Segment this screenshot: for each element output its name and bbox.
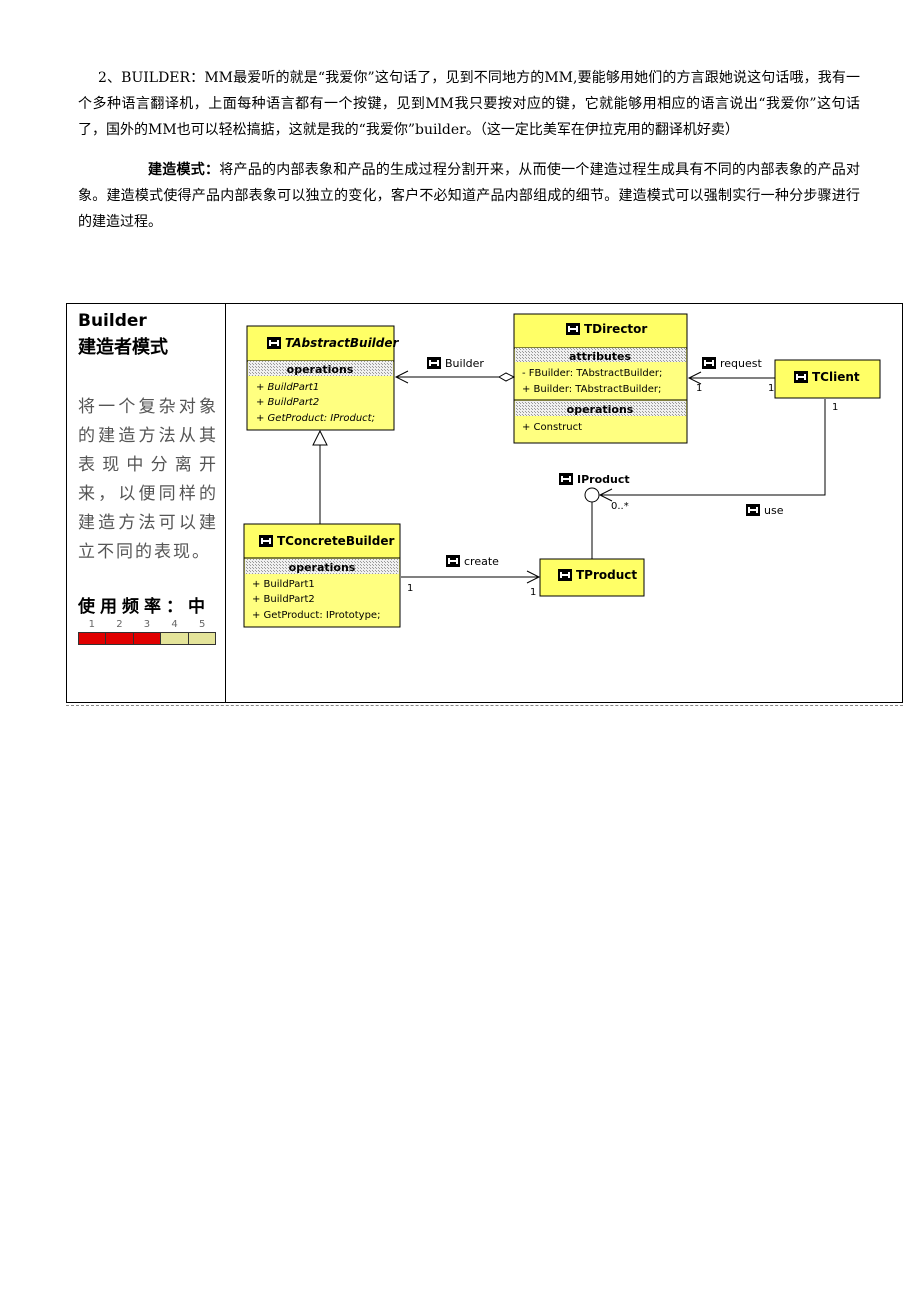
relation-request: request 1 1	[687, 357, 775, 394]
multiplicity: 1	[832, 402, 838, 413]
frequency-label: 使用频率：中	[78, 597, 210, 617]
operation: + GetProduct: IProduct;	[256, 413, 375, 424]
frequency-scale-numbers: 1 2 3 4 5	[78, 619, 216, 630]
class-icon	[259, 535, 273, 547]
relation-create: create 1 1	[401, 555, 541, 598]
intro-paragraph-definition: 建造模式：将产品的内部表象和产品的生成过程分割开来，从而使一个建造过程生成具有不…	[78, 157, 860, 235]
operation: + BuildPart2	[252, 594, 315, 605]
class-tproduct[interactable]: TProduct	[539, 558, 645, 597]
relation-generalization	[312, 429, 328, 524]
pattern-title-cn: 建造者模式	[78, 337, 168, 358]
scale-number: 5	[198, 619, 206, 630]
multiplicity: 0..*	[611, 501, 629, 512]
scale-cell	[133, 633, 162, 644]
pattern-card-frame	[66, 303, 903, 703]
relation-icon	[746, 504, 760, 516]
pattern-card-bottom-rule	[66, 705, 903, 706]
operation: + Construct	[522, 422, 582, 433]
scale-cell	[79, 633, 107, 644]
frequency-scale-bar	[78, 632, 216, 645]
intro-paragraph-builder: 2、BUILDER：MM最爱听的就是“我爱你”这句话了，见到不同地方的MM,要能…	[78, 70, 860, 138]
interface-iproduct[interactable]: IProduct	[559, 473, 630, 503]
definition-text: 将产品的内部表象和产品的生成过程分割开来，从而使一个建造过程生成具有不同的内部表…	[78, 162, 861, 230]
class-name: TAbstractBuilder	[285, 336, 400, 350]
relation-label: create	[464, 555, 499, 568]
relation-label: request	[720, 357, 763, 370]
interface-name: IProduct	[577, 473, 630, 486]
attributes-header: attributes	[569, 350, 632, 363]
operations-header: operations	[567, 403, 634, 416]
multiplicity: 1	[768, 383, 774, 394]
scale-cell	[188, 633, 216, 644]
scale-number: 3	[143, 619, 151, 630]
pattern-description: 将一个复杂对象的建造方法从其表现中分离开来，以便同样的建造方法可以建立不同的表现…	[78, 397, 218, 562]
class-name: TClient	[812, 370, 860, 384]
class-tdirector[interactable]: TDirector attributes - FBuilder: TAbstra…	[513, 313, 688, 444]
operation: + GetProduct: IPrototype;	[252, 610, 380, 621]
scale-number: 2	[116, 619, 123, 630]
relation-label: use	[764, 504, 784, 517]
relation-label: Builder	[445, 357, 484, 370]
relation-icon	[446, 555, 460, 567]
class-icon	[566, 323, 580, 335]
scale-cell	[106, 633, 134, 644]
multiplicity: 1	[530, 587, 536, 598]
relation-builder-aggregation: Builder	[394, 357, 516, 384]
relation-icon	[427, 357, 441, 369]
class-name: TDirector	[584, 322, 647, 336]
scale-number: 1	[88, 619, 95, 630]
operation: + BuildPart1	[256, 382, 319, 393]
class-name: TProduct	[576, 568, 637, 582]
class-tabstractbuilder[interactable]: TAbstractBuilder operations + BuildPart1…	[246, 325, 400, 431]
pattern-card-divider	[225, 303, 226, 703]
relation-icon	[702, 357, 716, 369]
uml-class-diagram: TAbstractBuilder operations + BuildPart1…	[243, 313, 881, 628]
class-name: TConcreteBuilder	[277, 534, 394, 548]
definition-label: 建造模式：	[148, 162, 220, 178]
operations-header: operations	[287, 363, 354, 376]
class-icon	[267, 337, 281, 349]
scale-number: 4	[171, 619, 178, 630]
attribute: + Builder: TAbstractBuilder;	[522, 384, 661, 395]
class-icon	[558, 569, 572, 581]
operation: + BuildPart1	[252, 579, 315, 590]
operation: + BuildPart2	[256, 397, 319, 408]
attribute: - FBuilder: TAbstractBuilder;	[522, 368, 662, 379]
pattern-title-en: Builder	[78, 311, 147, 331]
pattern-card-left-panel: Builder 建造者模式	[78, 309, 218, 360]
multiplicity: 1	[696, 383, 702, 394]
class-icon	[794, 371, 808, 383]
class-tconcretebuilder[interactable]: TConcreteBuilder operations + BuildPart1…	[243, 523, 401, 628]
interface-icon	[559, 473, 573, 485]
multiplicity: 1	[407, 583, 413, 594]
class-tclient[interactable]: TClient	[774, 359, 881, 399]
operations-header: operations	[289, 561, 356, 574]
relation-use: 1 0..* use	[598, 399, 838, 517]
scale-cell	[161, 633, 189, 644]
